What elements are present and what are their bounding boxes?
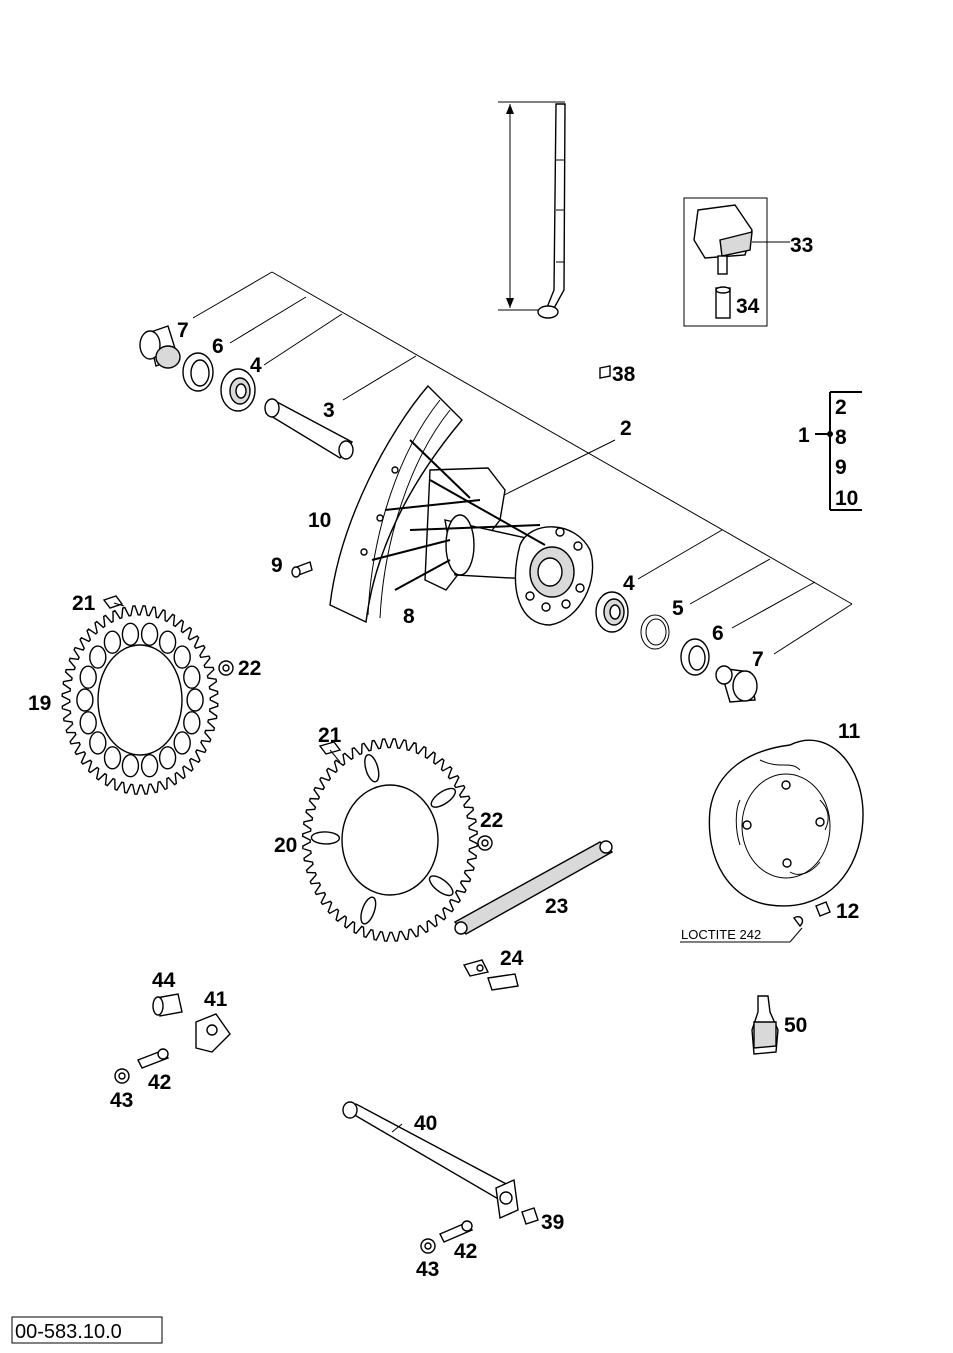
label-6-left: 6 (212, 335, 224, 358)
label-42-left: 42 (148, 1071, 171, 1094)
label-9: 9 (271, 554, 283, 577)
bearing-right (595, 591, 629, 633)
label-3: 3 (323, 399, 335, 422)
adjuster-plate-41 (195, 1013, 231, 1053)
group-bracket (815, 391, 862, 511)
disc-screw-12 (792, 901, 831, 928)
label-42-right: 42 (454, 1240, 477, 1263)
loctite-note-text: LOCTITE 242 (681, 927, 761, 942)
label-group-child-9: 9 (835, 456, 847, 479)
label-7-left: 7 (177, 319, 189, 342)
seal-ring-right (680, 638, 710, 676)
chain-adjuster-44 (152, 993, 183, 1017)
nut-22-upper (218, 660, 234, 676)
label-2: 2 (620, 417, 632, 440)
label-group-child-10: 10 (835, 487, 858, 510)
sprocket-19 (61, 605, 219, 795)
label-40: 40 (414, 1112, 437, 1135)
label-44: 44 (152, 969, 176, 992)
label-22-upper: 22 (238, 657, 261, 680)
valve-inset-box (683, 197, 790, 327)
rim (329, 384, 463, 624)
circlip (640, 614, 670, 650)
valve-cap-38 (599, 365, 611, 379)
label-50: 50 (784, 1014, 807, 1037)
label-24: 24 (500, 947, 524, 970)
adjuster-bolt-42-left (137, 1048, 169, 1069)
label-4-right: 4 (623, 572, 635, 595)
loctite-bottle-50 (751, 995, 779, 1055)
bolt-21-lower (318, 741, 342, 763)
adjuster-bolt-42-right (439, 1220, 473, 1243)
label-12: 12 (836, 900, 859, 923)
chain-link-24 (462, 959, 519, 991)
label-34: 34 (736, 295, 760, 318)
label-20: 20 (274, 834, 297, 857)
label-6-right: 6 (712, 622, 724, 645)
sprocket-20 (301, 738, 479, 942)
diagram-reference-box: 00-583.10.0 (11, 1316, 163, 1344)
rear-hub (424, 467, 594, 626)
label-21-lower: 21 (318, 724, 342, 747)
label-4-left: 4 (250, 354, 262, 377)
nipple-part (291, 561, 313, 578)
spacer-right (715, 665, 758, 703)
label-43-right: 43 (416, 1258, 439, 1281)
nut-43-right (420, 1238, 436, 1254)
label-7-right: 7 (752, 648, 764, 671)
spacer-left (139, 325, 181, 369)
loctite-note (680, 927, 803, 943)
label-43-left: 43 (110, 1089, 133, 1112)
label-21-upper: 21 (72, 592, 96, 615)
nut-43-left (114, 1068, 130, 1084)
label-group-child-2: 2 (835, 396, 847, 419)
spacer-39 (521, 1207, 539, 1225)
label-22-lower: 22 (480, 809, 503, 832)
chain-23 (453, 840, 614, 935)
label-41: 41 (204, 988, 228, 1011)
bearing-left (220, 368, 256, 412)
seal-ring-left (182, 352, 214, 392)
label-11: 11 (838, 720, 861, 743)
label-23: 23 (545, 895, 568, 918)
hub-spacer-tube (264, 398, 354, 460)
brake-disc-11 (708, 739, 864, 907)
label-19: 19 (28, 692, 51, 715)
label-39: 39 (541, 1211, 564, 1234)
label-33: 33 (790, 234, 813, 257)
diagram-reference-text: 00-583.10.0 (15, 1321, 122, 1343)
bolt-21-upper (102, 595, 125, 609)
nut-22-lower (477, 835, 493, 851)
spoke-part (498, 101, 566, 319)
spokes (371, 439, 546, 591)
rear-axle-40 (342, 1101, 519, 1220)
label-38: 38 (612, 363, 636, 386)
label-group-parent: 1 (798, 424, 810, 447)
label-5: 5 (672, 597, 684, 620)
label-group-child-8: 8 (835, 426, 847, 449)
label-8: 8 (403, 605, 415, 628)
label-10: 10 (308, 509, 331, 532)
